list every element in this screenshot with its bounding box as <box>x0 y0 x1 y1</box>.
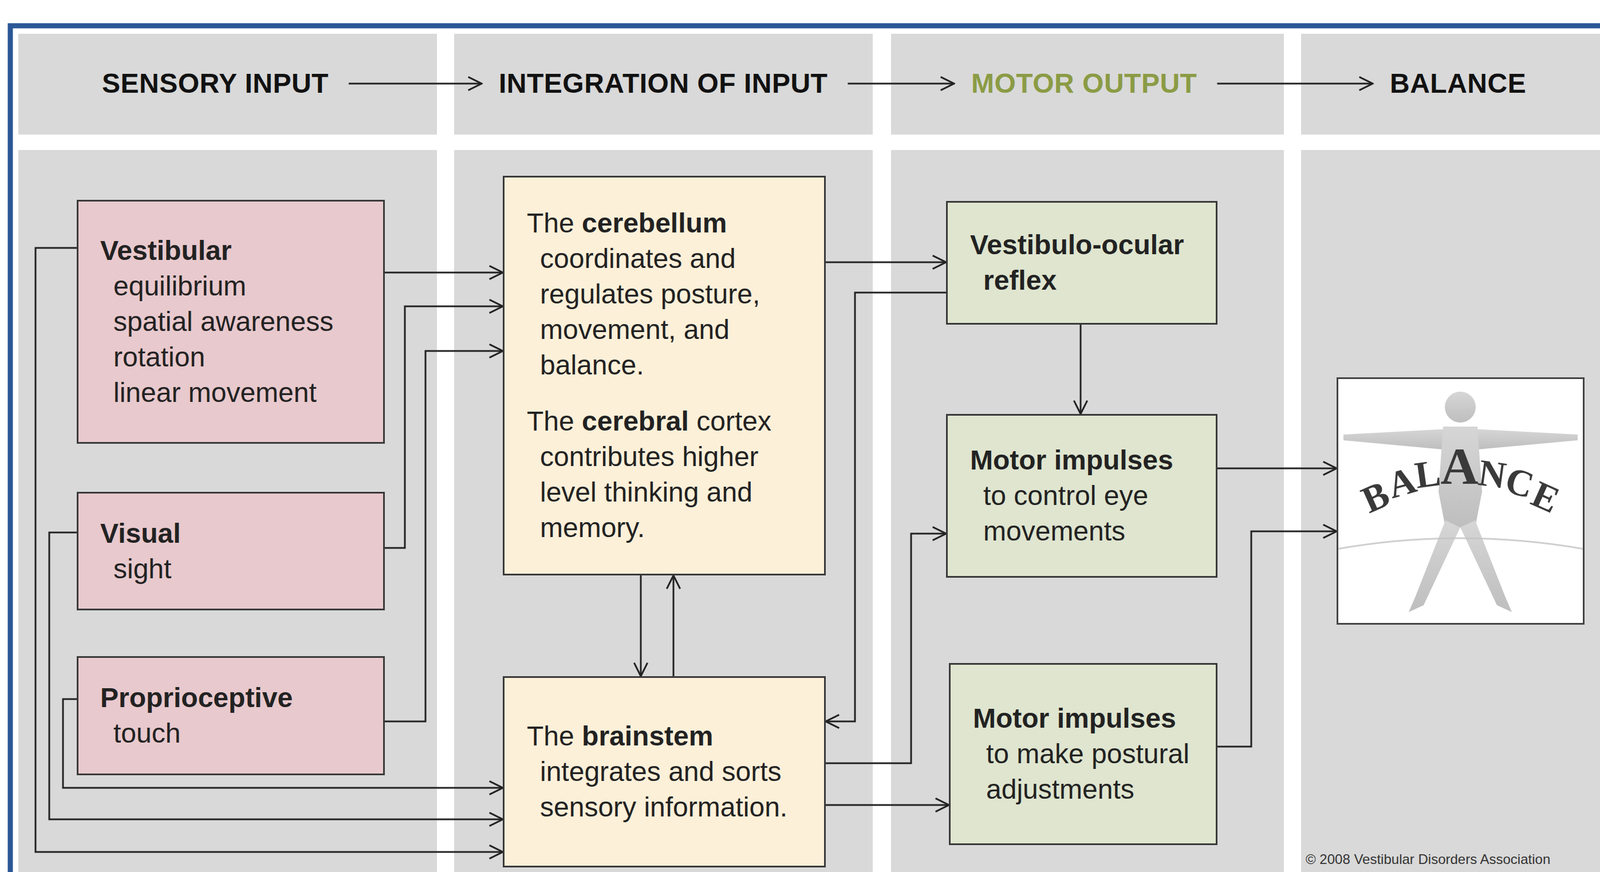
balance-figure <box>1336 377 1585 625</box>
word: and <box>675 314 729 345</box>
word: higher <box>674 441 759 472</box>
word: information. <box>636 791 788 823</box>
word: and <box>699 477 753 508</box>
header-text: SENSORY INPUT <box>101 67 329 100</box>
connector-arrow <box>384 272 503 274</box>
word: thinking <box>596 477 700 508</box>
connector-arrow <box>348 83 482 85</box>
word: sensory <box>540 791 637 823</box>
word: cerebral <box>574 406 689 437</box>
sensory-box: Proprioceptivetouch <box>76 656 385 776</box>
box-text: The brainstem integrates and sorts senso… <box>526 718 817 826</box>
box-text: equilibrium <box>113 268 376 305</box>
letter: L <box>1412 449 1444 499</box>
box-heading: Motor impulses <box>970 442 1209 479</box>
word: memory. <box>540 512 645 543</box>
connector-arrow <box>825 292 947 722</box>
box-text: spatial awareness <box>113 304 376 340</box>
human-silhouette <box>1343 391 1578 613</box>
word: cerebellum <box>574 207 728 239</box>
connector-arrow <box>825 804 949 807</box>
word: regulates <box>540 278 653 310</box>
box-text: touch <box>113 715 376 752</box>
connector-arrow <box>640 575 642 677</box>
word: level <box>540 477 597 508</box>
letter: A <box>1440 443 1479 490</box>
word: sorts <box>714 756 782 787</box>
word: balance. <box>540 349 644 381</box>
word: and <box>682 243 736 274</box>
word: integrates <box>540 756 661 787</box>
word: The <box>526 406 575 437</box>
column-band <box>891 150 1284 872</box>
header-text: BALANCE <box>1389 67 1527 100</box>
arc-line <box>1336 538 1585 550</box>
word: The <box>526 207 575 239</box>
header-text: MOTOR OUTPUT <box>971 67 1197 100</box>
word: brainstem <box>574 720 714 752</box>
box-text: to control eye movements <box>983 478 1209 550</box>
connector-arrow <box>1217 467 1337 470</box>
word: The <box>526 720 575 752</box>
connector-arrow <box>384 306 503 549</box>
column-header: SENSORY INPUT <box>101 67 329 100</box>
connector-arrow <box>672 575 675 677</box>
column-band <box>18 150 437 872</box>
box-text: to make postural adjustments <box>986 736 1209 808</box>
word: and <box>660 756 715 787</box>
word: cortex <box>688 406 772 437</box>
outer-frame <box>10 25 1600 872</box>
integration-box: The cerebellum coordinates and regulates… <box>502 175 826 576</box>
box-heading: Vestibulo-ocular reflex <box>970 227 1209 299</box>
box-text: The cerebral cortex contributes higher l… <box>526 403 817 546</box>
word: contributes <box>540 441 675 472</box>
column-header: INTEGRATION OF INPUT <box>498 67 828 100</box>
box-heading: Motor impulses <box>972 700 1209 737</box>
integration-box: The brainstem integrates and sorts senso… <box>502 676 826 868</box>
box-heading: Visual <box>100 515 376 552</box>
connector-arrow <box>384 351 503 722</box>
balance-figure-box: BALANCE <box>1336 377 1585 625</box>
connector-arrow <box>825 533 947 764</box>
column-band <box>454 150 873 872</box>
copyright-note: © 2008 Vestibular Disorders Association <box>1305 850 1551 869</box>
figure-leg <box>1460 520 1512 613</box>
figure-ground <box>1336 377 1585 625</box>
word: coordinates <box>540 243 683 274</box>
motor-box: Motor impulsesto make postural adjustmen… <box>948 663 1218 846</box>
word: posture, <box>652 278 760 310</box>
connector-arrow <box>847 83 955 85</box>
box-text: sight <box>113 551 376 587</box>
connector-arrow <box>1080 324 1082 415</box>
box-text: rotation <box>113 339 376 376</box>
connector-arrow <box>825 261 947 264</box>
motor-box: Vestibulo-ocular reflex <box>946 201 1218 325</box>
column-header: MOTOR OUTPUT <box>971 67 1197 100</box>
sensory-box: Vestibularequilibriumspatial awarenessro… <box>76 199 385 444</box>
figure-torso <box>1438 426 1483 528</box>
sensory-box: Visualsight <box>76 491 385 611</box>
column-header: BALANCE <box>1389 67 1527 100</box>
motor-box: Motor impulsesto control eye movements <box>946 414 1218 578</box>
figure-word: BALANCE <box>1338 443 1583 495</box>
figure-leg <box>1408 520 1461 613</box>
connector-arrow <box>1216 83 1373 85</box>
box-heading: Vestibular <box>100 233 376 269</box>
word: movement, <box>540 314 676 345</box>
column-band <box>1301 150 1600 872</box>
connector-arrow <box>1217 531 1337 747</box>
box-text: linear movement <box>113 375 376 411</box>
header-text: INTEGRATION OF INPUT <box>498 67 828 100</box>
box-heading: Proprioceptive <box>100 680 376 716</box>
figure-head <box>1444 391 1476 423</box>
header-band <box>454 33 873 135</box>
box-text: The cerebellum coordinates and regulates… <box>526 205 817 384</box>
